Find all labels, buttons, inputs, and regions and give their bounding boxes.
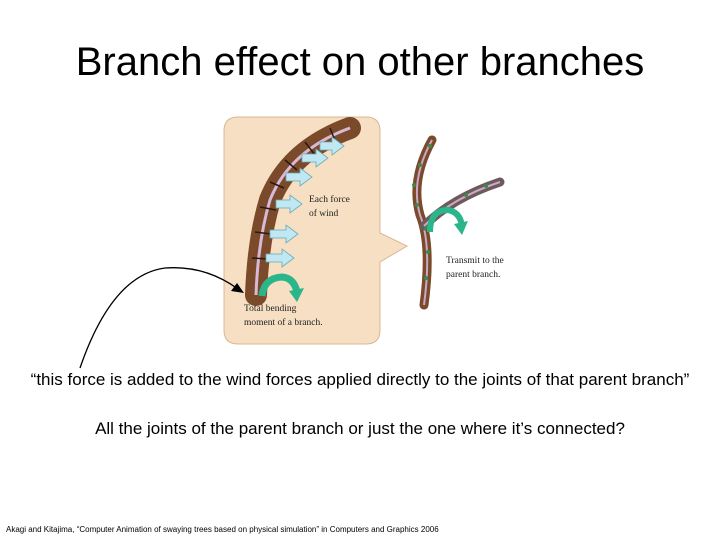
wind-arrow-5 <box>269 224 299 244</box>
transmit-arrowhead <box>454 221 468 235</box>
citation: Akagi and Kitajima, “Computer Animation … <box>6 525 439 534</box>
bending-moment-arrowhead <box>289 288 304 302</box>
diagram-panel <box>223 116 409 345</box>
main-branch-axis <box>254 126 351 296</box>
wind-arrow-6 <box>265 248 295 268</box>
question-text: All the joints of the parent branch or j… <box>95 419 625 438</box>
pointer-arrow <box>79 267 239 369</box>
wind-arrow-1 <box>319 136 345 156</box>
wind-arrow-2 <box>301 148 329 168</box>
transmit-arrow <box>427 206 465 233</box>
wind-arrow-3 <box>285 167 313 187</box>
label-parent-branch: parent branch. <box>446 270 500 280</box>
quote-text: “this force is added to the wind forces … <box>30 370 690 389</box>
wind-arrow-4 <box>275 194 303 214</box>
label-total-bending: Total bending <box>244 304 297 314</box>
label-transmit: Transmit to the <box>446 256 504 266</box>
slide-title: Branch effect on other branches <box>75 40 645 84</box>
pointer-arrowhead <box>231 283 244 293</box>
wind-force-arrows <box>265 136 345 268</box>
bending-moment-arrow <box>258 273 301 297</box>
label-moment-of-branch: moment of a branch. <box>244 317 323 328</box>
label-of-wind: of wind <box>309 208 339 219</box>
label-each-force: Each force <box>309 194 350 205</box>
